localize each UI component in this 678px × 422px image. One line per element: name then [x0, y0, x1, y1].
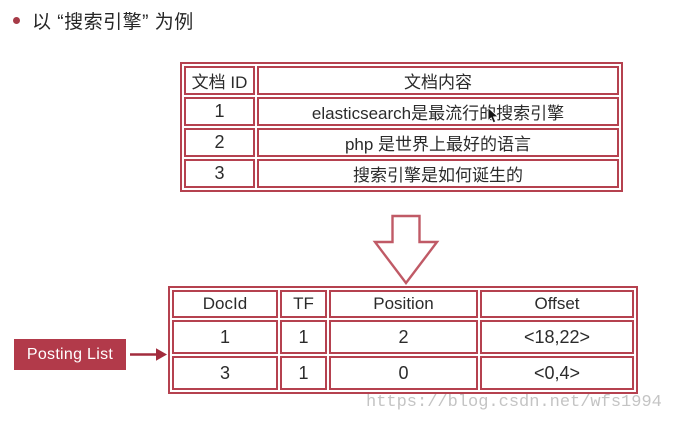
table-cell: 0	[329, 356, 478, 390]
table-cell: 3	[184, 159, 255, 188]
table-cell: 3	[172, 356, 278, 390]
table-row: 2 php 是世界上最好的语言	[184, 128, 619, 157]
doc-table-header-id: 文档 ID	[184, 66, 255, 95]
table-cell: 1	[172, 320, 278, 354]
table-row: 3 搜索引擎是如何诞生的	[184, 159, 619, 188]
table-cell: 1	[280, 356, 327, 390]
table-header-row: DocId TF Position Offset	[172, 290, 634, 318]
down-arrow-icon	[372, 214, 440, 291]
table-cell: 1	[184, 97, 255, 126]
table-row: 1 elasticsearch是最流行的搜索引擎	[184, 97, 619, 126]
table-cell: 2	[329, 320, 478, 354]
posting-header-tf: TF	[280, 290, 327, 318]
posting-header-position: Position	[329, 290, 478, 318]
posting-header-docid: DocId	[172, 290, 278, 318]
doc-table-header-content: 文档内容	[257, 66, 619, 95]
mouse-cursor-icon	[487, 106, 500, 130]
table-header-row: 文档 ID 文档内容	[184, 66, 619, 95]
table-cell: 2	[184, 128, 255, 157]
slide-title: 以 “搜索引擎” 为例	[32, 12, 194, 33]
posting-list-label-text: Posting List	[26, 345, 114, 363]
table-cell: elasticsearch是最流行的搜索引擎	[257, 97, 619, 126]
doc-table: 文档 ID 文档内容 1 elasticsearch是最流行的搜索引擎 2 ph…	[180, 62, 623, 192]
watermark: https://blog.csdn.net/wfs1994	[366, 393, 662, 412]
table-cell: php 是世界上最好的语言	[257, 128, 619, 157]
table-cell: <0,4>	[480, 356, 634, 390]
table-row: 3 1 0 <0,4>	[172, 356, 634, 390]
table-cell: <18,22>	[480, 320, 634, 354]
posting-list-label: Posting List	[14, 339, 126, 370]
table-cell: 搜索引擎是如何诞生的	[257, 159, 619, 188]
posting-header-offset: Offset	[480, 290, 634, 318]
bullet-icon	[13, 17, 20, 24]
slide-title-row: 以 “搜索引擎” 为例	[13, 7, 194, 34]
table-cell: 1	[280, 320, 327, 354]
right-arrow-icon	[130, 347, 167, 367]
posting-table: DocId TF Position Offset 1 1 2 <18,22> 3…	[168, 286, 638, 394]
table-row: 1 1 2 <18,22>	[172, 320, 634, 354]
